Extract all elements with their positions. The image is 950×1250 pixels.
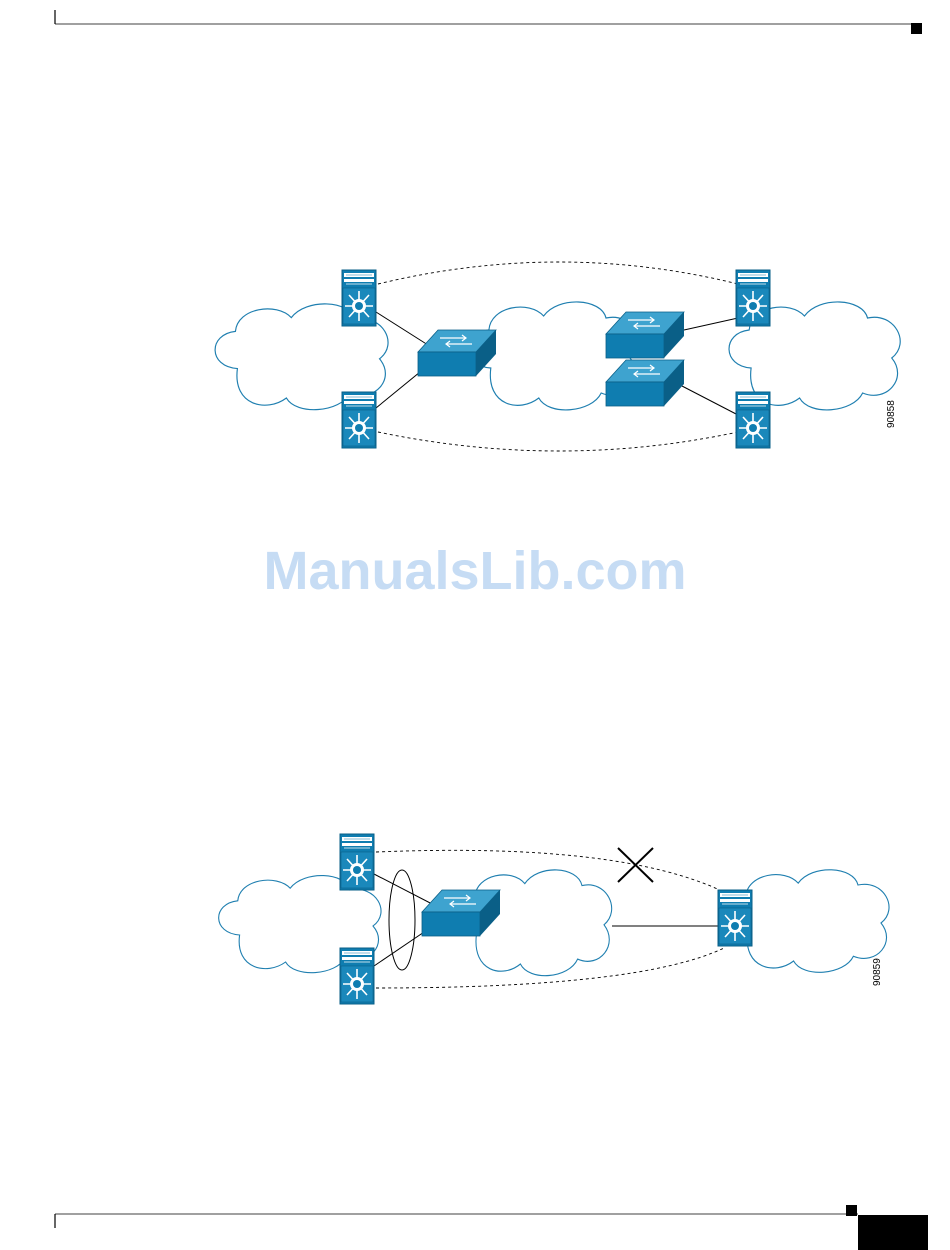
fig2-link-mls-top-to-switch — [374, 874, 436, 906]
fig1-dashed-link-bottom — [378, 432, 738, 451]
fig2-etherchannel-bundle-ellipse — [389, 870, 415, 970]
fig1-dashed-link-top — [378, 262, 738, 284]
fig2-multilayer-switch-bottom-left-icon — [340, 948, 374, 1004]
fig1-multilayer-switch-bottom-left-icon — [342, 392, 376, 448]
fig1-multilayer-switch-top-left-icon — [342, 270, 376, 326]
fig2-multilayer-switch-right-icon — [718, 890, 752, 946]
fig1-link-switch-to-mls-bottom-right — [682, 386, 738, 415]
fig2-link-failure-x-icon — [618, 848, 653, 882]
watermark-text: ManualsLib.com — [0, 540, 950, 602]
fig2-multilayer-switch-top-left-icon — [340, 834, 374, 890]
figure-2-id-label: 90859 — [872, 958, 883, 986]
fig1-link-switch-to-mls-top-right — [684, 318, 738, 330]
figure-1-id-label: 90858 — [886, 400, 897, 428]
fig1-multilayer-switch-top-right-icon — [736, 270, 770, 326]
fig1-workgroup-switch-center-icon — [418, 330, 496, 376]
fig1-multilayer-switch-bottom-right-icon — [736, 392, 770, 448]
